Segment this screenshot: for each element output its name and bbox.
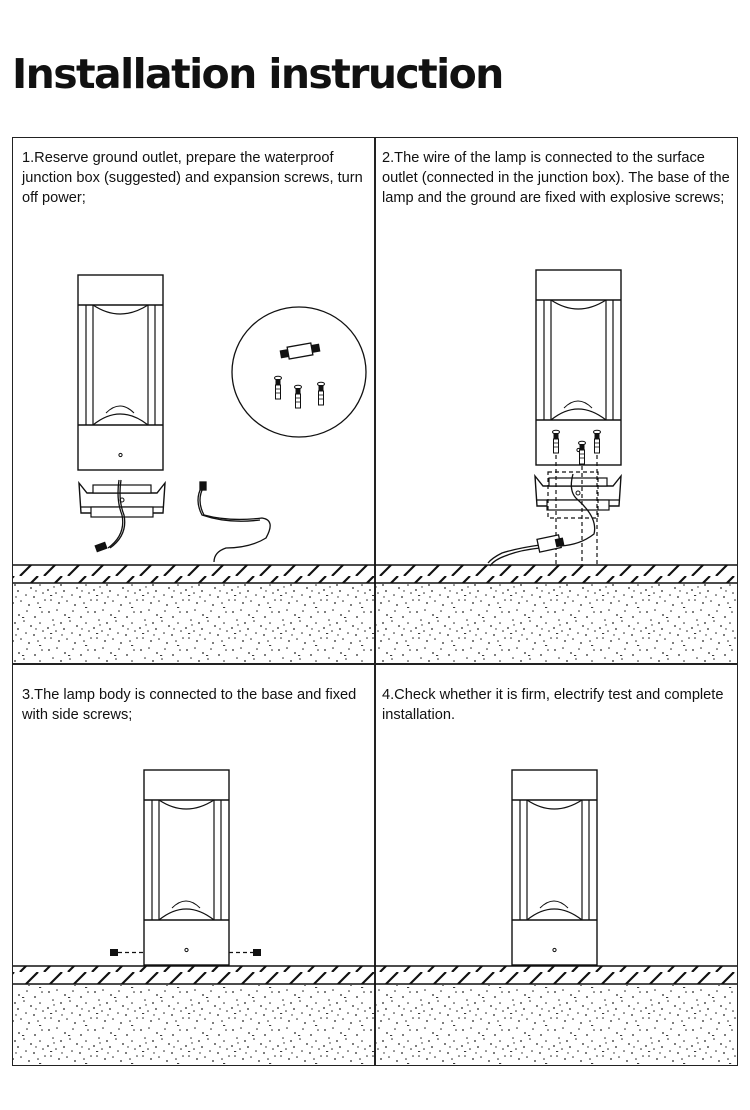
page-title: Installation instruction	[12, 50, 504, 98]
step-2-text: 2.The wire of the lamp is connected to t…	[382, 150, 730, 206]
grid-divider-vertical	[374, 137, 376, 1066]
step-3-text: 3.The lamp body is connected to the base…	[22, 687, 357, 723]
grid-divider-horizontal	[12, 663, 738, 665]
step-1-text: 1.Reserve ground outlet, prepare the wat…	[22, 150, 363, 206]
step-4-text: 4.Check whether it is firm, electrify te…	[382, 687, 724, 723]
